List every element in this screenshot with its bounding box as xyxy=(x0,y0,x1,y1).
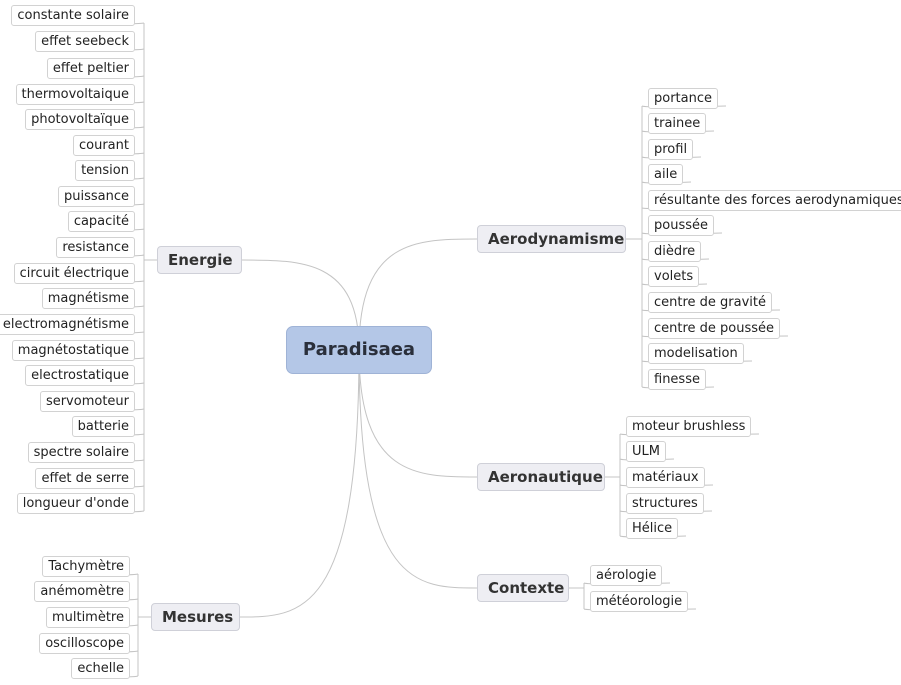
branch-energie[interactable]: Energie xyxy=(157,246,242,274)
topic-spectre-solaire[interactable]: spectre solaire xyxy=(27,442,135,463)
topic-effet-seebeck[interactable]: effet seebeck xyxy=(35,31,135,52)
topic-poussee[interactable]: poussée xyxy=(648,215,714,236)
topic-tachymetre[interactable]: Tachymètre xyxy=(42,556,130,577)
branch-label: Aeronautique xyxy=(488,468,603,486)
branch-mesures[interactable]: Mesures xyxy=(151,603,240,631)
topic-anemometre[interactable]: anémomètre xyxy=(34,581,130,602)
topic-electromagnetisme[interactable]: electromagnétisme xyxy=(0,314,135,335)
topic-volets[interactable]: volets xyxy=(648,266,700,287)
root-label: Paradisaea xyxy=(302,339,416,360)
topic-structures[interactable]: structures xyxy=(626,493,704,514)
branch-contexte[interactable]: Contexte xyxy=(477,574,569,602)
branch-label: Aerodynamisme xyxy=(488,230,625,248)
topic-diedre[interactable]: dièdre xyxy=(648,241,702,262)
topic-electrostatique[interactable]: electrostatique xyxy=(25,365,135,386)
branch-aerodynamisme[interactable]: Aerodynamisme xyxy=(477,225,626,253)
topic-tension[interactable]: tension xyxy=(75,160,135,181)
link-branch-contexte xyxy=(358,349,478,589)
topic-magnetisme[interactable]: magnétisme xyxy=(41,288,135,309)
topic-portance[interactable]: portance xyxy=(648,88,718,109)
topic-echelle[interactable]: echelle xyxy=(71,658,130,679)
topic-aerologie[interactable]: aérologie xyxy=(590,565,663,586)
branch-label: Mesures xyxy=(162,608,234,626)
topic-centre-de-poussee[interactable]: centre de poussée xyxy=(648,318,781,339)
topic-profil[interactable]: profil xyxy=(648,139,694,160)
link-branch-energie xyxy=(241,259,360,351)
topic-thermovoltaique[interactable]: thermovoltaique xyxy=(15,84,135,105)
branch-aeronautique[interactable]: Aeronautique xyxy=(477,463,605,491)
root-topic[interactable]: Paradisaea xyxy=(286,326,432,374)
link-branch-aeronautique xyxy=(358,349,478,478)
topic-centre-de-gravite[interactable]: centre de gravité xyxy=(648,292,773,313)
topic-materiaux[interactable]: matériaux xyxy=(626,467,705,488)
branch-label: Contexte xyxy=(488,579,565,597)
topic-resistance[interactable]: resistance xyxy=(56,237,135,258)
topic-ulm[interactable]: ULM xyxy=(626,441,666,462)
topic-puissance[interactable]: puissance xyxy=(58,186,135,207)
topic-multimetre[interactable]: multimètre xyxy=(45,607,130,628)
topic-effet-peltier[interactable]: effet peltier xyxy=(46,58,135,79)
topic-constante-solaire[interactable]: constante solaire xyxy=(11,5,135,26)
link-branch-aerodynamisme xyxy=(358,238,478,351)
topic-batterie[interactable]: batterie xyxy=(71,416,135,437)
topic-moteur-brushless[interactable]: moteur brushless xyxy=(626,416,752,437)
topic-photovoltaique[interactable]: photovoltaïque xyxy=(25,109,135,130)
topic-magnetostatique[interactable]: magnétostatique xyxy=(11,340,135,361)
topic-helice[interactable]: Hélice xyxy=(626,518,679,539)
link-branch-mesures xyxy=(239,349,360,618)
topic-courant[interactable]: courant xyxy=(73,135,135,156)
topic-circuit-electrique[interactable]: circuit électrique xyxy=(13,263,135,284)
topic-finesse[interactable]: finesse xyxy=(648,369,706,390)
topic-modelisation[interactable]: modelisation xyxy=(648,343,744,364)
topic-longueur-d-onde[interactable]: longueur d'onde xyxy=(16,493,135,514)
topic-oscilloscope[interactable]: oscilloscope xyxy=(39,633,130,654)
topic-capacite[interactable]: capacité xyxy=(67,211,135,232)
topic-servomoteur[interactable]: servomoteur xyxy=(39,391,135,412)
branch-label: Energie xyxy=(168,251,233,269)
topic-resultante-des-forces[interactable]: résultante des forces aerodynamiques xyxy=(648,190,901,211)
topic-trainee[interactable]: trainee xyxy=(648,113,707,134)
topic-meteorologie[interactable]: météorologie xyxy=(590,591,689,612)
topic-aile[interactable]: aile xyxy=(648,164,684,185)
topic-effet-de-serre[interactable]: effet de serre xyxy=(35,468,135,489)
